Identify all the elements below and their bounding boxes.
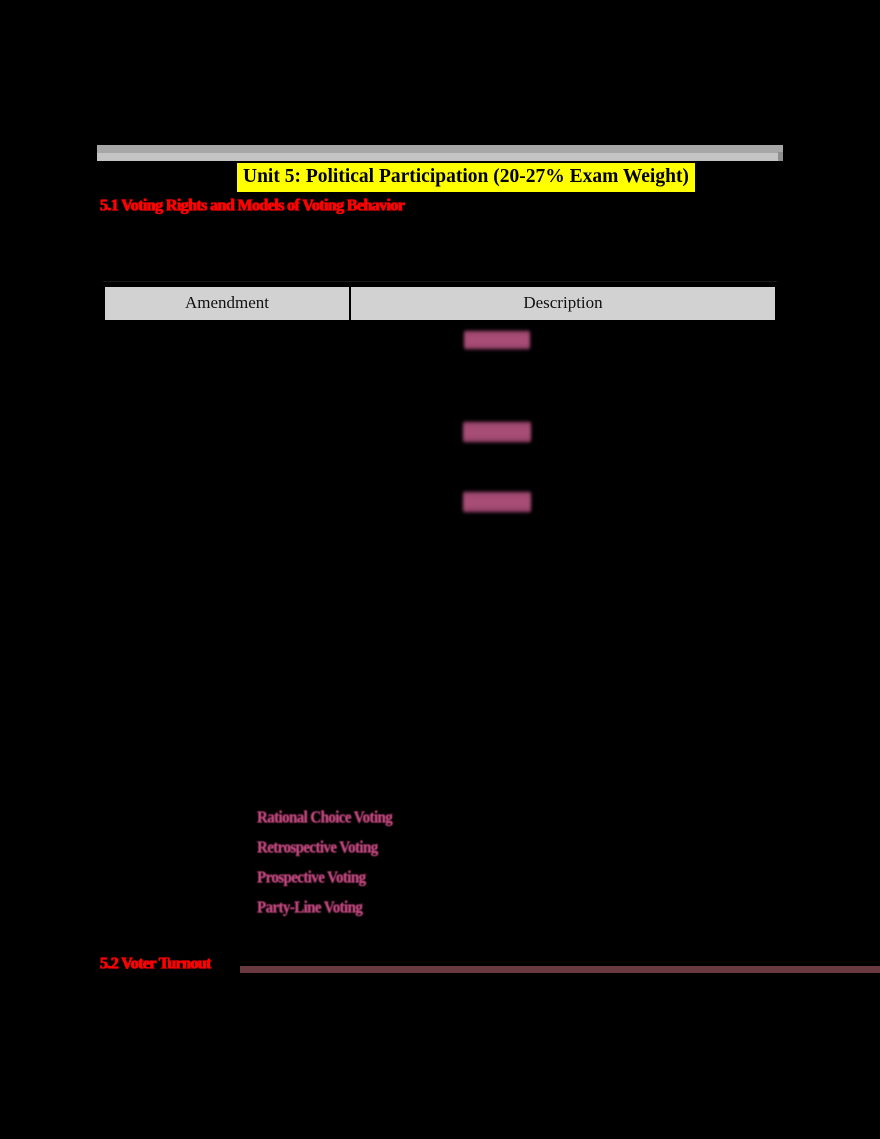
- list-item: Retrospective Voting: [257, 838, 378, 857]
- page-top-bar: [97, 145, 783, 161]
- section-divider-rule: [240, 966, 880, 973]
- amendment-description-table: Amendment Description: [103, 281, 777, 323]
- page-top-bar-end-nub: [778, 152, 783, 161]
- unit-title: Unit 5: Political Participation (20-27% …: [237, 163, 695, 193]
- page-top-bar-upper: [97, 145, 783, 153]
- table-top-rule: [103, 281, 777, 285]
- redacted-description-2: [463, 420, 531, 444]
- table-header-row: Amendment Description: [103, 285, 777, 323]
- table-header-amendment: Amendment: [105, 287, 351, 320]
- voting-models-list: Rational Choice Voting Retrospective Vot…: [257, 808, 487, 917]
- section-heading-5-1: 5.1 Voting Rights and Models of Voting B…: [100, 197, 405, 215]
- list-item: Rational Choice Voting: [257, 808, 393, 827]
- list-item: Prospective Voting: [257, 868, 366, 887]
- redacted-description-1: [464, 329, 530, 351]
- page-top-bar-lower: [97, 153, 778, 161]
- redacted-description-3: [463, 490, 531, 514]
- section-heading-5-2: 5.2 Voter Turnout: [100, 955, 211, 973]
- table-header-description: Description: [351, 287, 775, 320]
- list-item: Party-Line Voting: [257, 898, 363, 917]
